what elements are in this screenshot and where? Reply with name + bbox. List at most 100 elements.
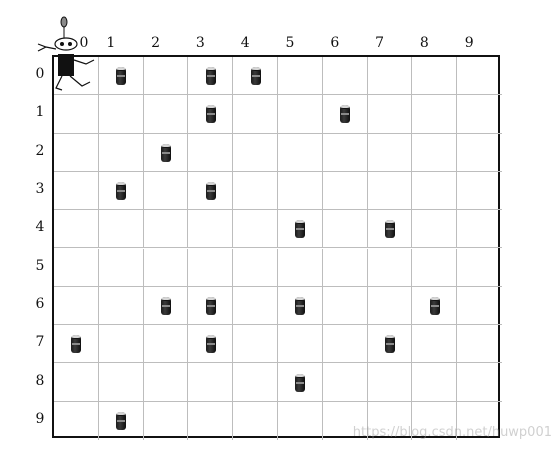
- grid-cell: [367, 57, 413, 96]
- soda-can-icon: [205, 67, 216, 86]
- grid-cell: [322, 95, 368, 134]
- soda-can-icon: [116, 67, 127, 86]
- grid-cell: [278, 171, 323, 211]
- grid-cell: [54, 248, 99, 287]
- grid-cell: [412, 401, 458, 440]
- grid-cell: [54, 210, 99, 249]
- grid-cell: [99, 401, 144, 440]
- grid-cell: [367, 171, 413, 211]
- grid-cell: [143, 363, 189, 402]
- soda-can-icon: [429, 296, 440, 315]
- soda-can-icon: [295, 373, 306, 392]
- grid-cell: [367, 363, 413, 402]
- grid-cell: [278, 95, 323, 134]
- grid-cell: [143, 248, 189, 287]
- row-label: 9: [35, 410, 45, 427]
- grid-cell: [98, 363, 144, 402]
- grid-cell: [233, 248, 278, 287]
- grid-cell: [233, 401, 278, 440]
- watermark-text: https://blog.csdn.net/huwp001: [352, 425, 552, 440]
- grid-cell: [188, 248, 234, 287]
- grid-cell: [188, 133, 234, 172]
- grid-cell: [278, 133, 323, 172]
- grid-cell: [278, 363, 323, 402]
- grid-cell: [278, 325, 323, 364]
- column-label: 8: [419, 35, 429, 51]
- grid-cell: [323, 401, 368, 440]
- grid-cell: [278, 248, 323, 287]
- grid-cell: [188, 401, 234, 440]
- grid-cell: [457, 363, 502, 402]
- row-label: 7: [35, 334, 45, 351]
- grid-cell: [233, 171, 278, 211]
- grid-cell: [143, 171, 189, 211]
- grid-cell: [367, 286, 413, 326]
- grid-cell: [143, 133, 189, 172]
- grid-cell: [278, 57, 323, 96]
- grid-cell: [98, 171, 144, 211]
- grid-cell: [367, 325, 413, 364]
- grid-cell: [367, 248, 413, 287]
- grid-cell: [188, 286, 234, 326]
- grid-cell: [144, 401, 189, 440]
- column-label: 0: [79, 35, 89, 51]
- soda-can-icon: [205, 296, 216, 315]
- grid-cell: [412, 286, 458, 326]
- soda-can-icon: [161, 296, 171, 315]
- soda-can-icon: [295, 220, 306, 239]
- grid-cell: [143, 57, 189, 96]
- grid-cell: [54, 286, 99, 326]
- grid-cell: [188, 363, 234, 402]
- grid-cell: [412, 171, 458, 211]
- grid-cell: [322, 248, 368, 287]
- grid-cell: [457, 172, 502, 211]
- grid-cell: [98, 133, 144, 172]
- soda-can-icon: [340, 105, 351, 124]
- grid-cell: [98, 286, 144, 326]
- row-label: 4: [35, 219, 45, 236]
- grid-cell: [54, 401, 99, 440]
- grid-cell: [457, 134, 502, 172]
- grid-cell: [233, 210, 278, 249]
- grid-cell: [188, 210, 234, 249]
- soda-can-icon: [161, 143, 171, 162]
- column-label: 6: [330, 35, 340, 51]
- grid-cell: [54, 363, 99, 402]
- grid-cell: [54, 95, 99, 134]
- grid-cell: [54, 171, 99, 211]
- grid-cell: [98, 248, 144, 287]
- grid-cell: [233, 133, 278, 172]
- grid-cell: [233, 286, 278, 326]
- grid-cell: [457, 57, 502, 96]
- row-label: 8: [35, 372, 45, 389]
- grid-cell: [188, 171, 234, 211]
- grid-cell: [367, 210, 413, 249]
- grid-cell: [322, 57, 368, 96]
- grid-cell: [322, 171, 368, 211]
- grid-cell: [233, 57, 278, 96]
- grid-cell: [278, 286, 323, 326]
- column-label: 4: [240, 35, 250, 51]
- column-label: 3: [195, 35, 205, 51]
- grid-cell: [412, 133, 458, 172]
- row-label: 6: [35, 295, 45, 312]
- grid-cell: [367, 95, 413, 134]
- grid-cell: [233, 363, 278, 402]
- soda-can-icon: [295, 296, 306, 315]
- column-label: 1: [106, 35, 116, 51]
- column-label: 9: [464, 35, 474, 51]
- grid-cell: [98, 57, 144, 96]
- grid-cell: [457, 287, 502, 326]
- grid-cell: [188, 57, 234, 96]
- grid-cell: [188, 95, 234, 134]
- grid-cell: [278, 210, 323, 249]
- soda-can-icon: [385, 220, 395, 239]
- grid-cell: [54, 325, 99, 364]
- soda-can-icon: [205, 105, 216, 124]
- row-label: 5: [35, 257, 45, 274]
- grid-cell: [98, 95, 144, 134]
- grid-cell: [54, 133, 99, 172]
- soda-can-icon: [205, 182, 216, 201]
- grid-cell: [98, 210, 144, 249]
